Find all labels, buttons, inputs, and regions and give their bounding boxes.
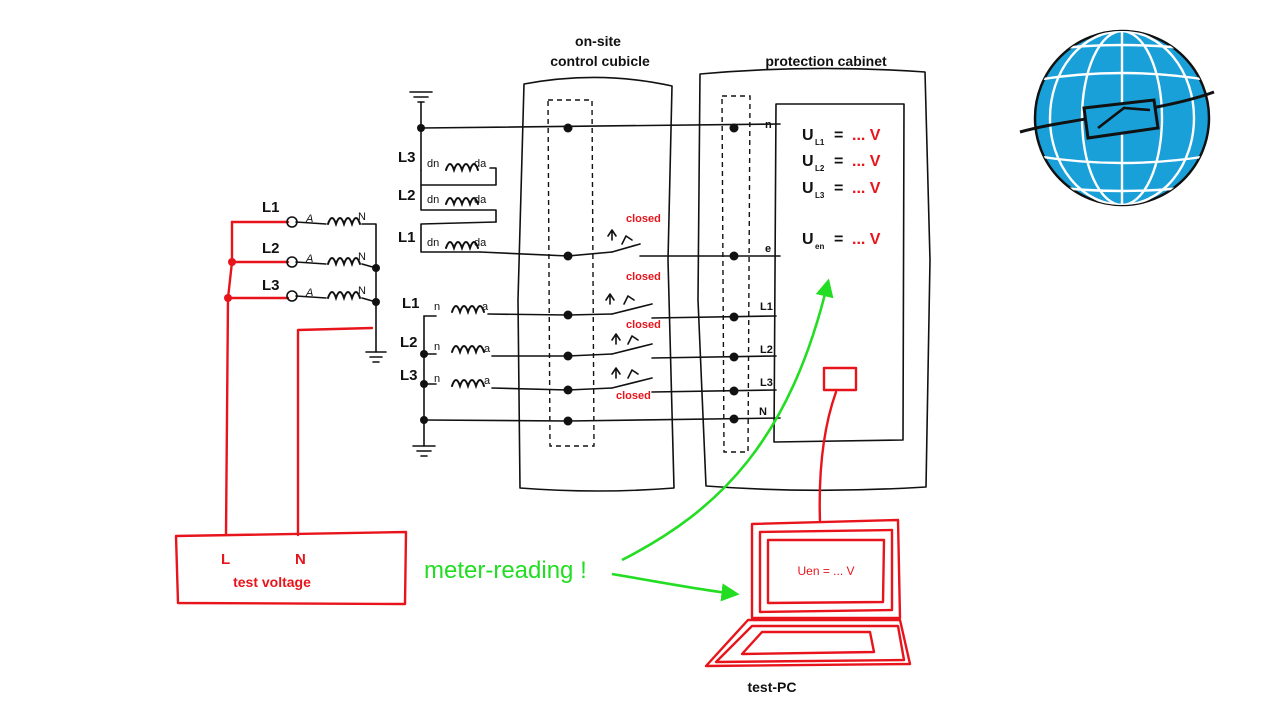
reading-uen: U en = ... V (802, 231, 881, 251)
arrow-to-test-pc (611, 572, 740, 602)
svg-text:=: = (834, 127, 843, 144)
terminal-l1: L1 (760, 301, 773, 313)
primary-start-3: A (305, 287, 313, 299)
star-coils (451, 305, 485, 390)
test-pc-screen-text: Uen = ... V (797, 564, 854, 578)
pc-cable (818, 390, 838, 524)
terminal-N: N (759, 406, 767, 418)
junction-dots (417, 123, 739, 426)
svg-text:=: = (834, 231, 843, 248)
open-delta-chain (420, 127, 497, 253)
test-pc-label: test-PC (747, 679, 796, 695)
star-phase-3: L3 (400, 367, 418, 384)
star-end-2: a (484, 343, 491, 355)
wire-n (420, 123, 781, 129)
delta-start-3: dn (427, 237, 439, 249)
svg-text:L2: L2 (815, 164, 825, 173)
meter-reading-annotation: meter-reading ! (424, 557, 587, 584)
switch-l3 (611, 367, 653, 389)
delta-end-1: da (474, 158, 487, 170)
test-voltage-box (174, 530, 408, 606)
primary-start-1: A (305, 213, 313, 225)
svg-text:=: = (834, 153, 843, 170)
delta-end-2: da (474, 194, 487, 206)
protection-device-outline (773, 103, 905, 443)
cubicle-terminal-strip (547, 99, 595, 447)
svg-text:U: U (802, 180, 814, 197)
switch-l2 (611, 333, 653, 355)
earth-symbol-top (409, 91, 433, 129)
svg-text:en: en (815, 242, 824, 251)
earth-symbol-bottom (412, 445, 436, 457)
test-pc-laptop (704, 518, 912, 668)
wire-l1-left (487, 313, 613, 316)
reading-ul1: U L1 = ... V (802, 127, 881, 147)
switch-state-l1: closed (626, 271, 661, 283)
svg-text:L1: L1 (815, 138, 825, 147)
wire-N (423, 417, 781, 422)
delta-start-2: dn (427, 194, 439, 206)
wire-l2-right (651, 355, 777, 359)
primary-phase-3: L3 (262, 277, 280, 294)
delta-phase-1: L3 (398, 149, 416, 166)
primary-end-3: N (358, 285, 366, 297)
star-end-3: a (484, 375, 491, 387)
delta-end-3: da (474, 237, 487, 249)
protection-cabinet-title: protection cabinet (765, 53, 887, 69)
terminal-l3: L3 (760, 377, 773, 389)
svg-text:U: U (802, 127, 814, 144)
primary-phase-2: L2 (262, 240, 280, 257)
star-phase-1: L1 (402, 295, 420, 312)
interface-connector (822, 366, 858, 392)
switch-l1 (605, 293, 653, 315)
delta-start-1: dn (427, 158, 439, 170)
terminal-l2: L2 (760, 344, 773, 356)
test-terminal-n: N (295, 551, 306, 568)
switch-state-l2: closed (626, 319, 661, 331)
svg-text:... V: ... V (852, 153, 881, 170)
switch-state-e: closed (626, 213, 661, 225)
test-voltage-label: test voltage (233, 574, 311, 590)
cabinet-terminal-strip (721, 95, 751, 453)
star-phase-2: L2 (400, 334, 418, 351)
svg-text:L3: L3 (815, 191, 825, 200)
star-start-3: n (434, 373, 440, 385)
arrow-to-protection-device (621, 278, 834, 562)
svg-text:=: = (834, 180, 843, 197)
star-start-1: n (434, 301, 440, 313)
svg-text:U: U (802, 153, 814, 170)
wire-l1-right (651, 315, 777, 319)
star-start-2: n (434, 341, 440, 353)
globe-logo (1019, 29, 1215, 207)
switch-state-l3: closed (616, 390, 651, 402)
svg-text:U: U (802, 231, 814, 248)
protection-cabinet-outline (697, 67, 931, 492)
star-end-1: a (482, 301, 489, 313)
terminal-n: n (765, 119, 772, 131)
svg-text:... V: ... V (852, 231, 881, 248)
primary-coils (286, 216, 387, 363)
svg-text:... V: ... V (852, 180, 881, 197)
reading-ul2: U L2 = ... V (802, 153, 881, 173)
reading-ul3: U L3 = ... V (802, 180, 881, 200)
primary-phase-1: L1 (262, 199, 280, 216)
test-terminal-l: L (221, 551, 230, 568)
primary-test-wiring (224, 220, 374, 537)
delta-phase-3: L1 (398, 229, 416, 246)
switch-e (607, 229, 641, 253)
primary-start-2: A (305, 253, 313, 265)
terminal-e: e (765, 243, 771, 255)
cubicle-title-line2: control cubicle (550, 53, 650, 69)
delta-phase-2: L2 (398, 187, 416, 204)
primary-end-2: N (358, 251, 366, 263)
control-cubicle-outline (517, 76, 675, 492)
cubicle-title-line1: on-site (575, 33, 621, 49)
primary-end-1: N (358, 211, 366, 223)
open-delta-coils (445, 163, 479, 252)
wire-l3-right (651, 389, 777, 393)
svg-text:... V: ... V (852, 127, 881, 144)
